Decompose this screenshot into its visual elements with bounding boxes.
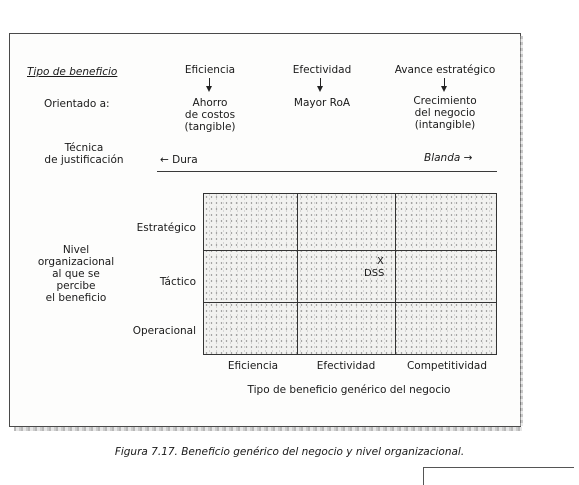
row-label-operational: Operacional xyxy=(132,325,196,337)
justification-soft: Blanda → xyxy=(424,152,473,164)
scan-shadow-bottom xyxy=(14,427,522,431)
y-axis-title-line-2: organizacional xyxy=(37,256,115,268)
dss-label: DSS xyxy=(364,268,385,279)
orientation-effectiveness: Mayor RoA xyxy=(293,97,351,109)
benefit-type-label: Tipo de beneficio xyxy=(27,66,118,78)
justification-hard: ← Dura xyxy=(160,154,198,166)
oriented-label: Orientado a: xyxy=(44,98,110,110)
x-axis-title: Tipo de beneficio genérico del negocio xyxy=(247,384,451,396)
row-label-strategic: Estratégico xyxy=(136,222,196,234)
y-axis-title-line-5: el beneficio xyxy=(45,292,107,304)
column-heading-efficiency: Eficiencia xyxy=(184,64,236,76)
benefit-matrix-grid xyxy=(203,193,497,355)
column-heading-strategic-advance: Avance estratégico xyxy=(394,64,496,76)
justification-label-line-2: de justificación xyxy=(44,154,124,166)
dss-x-marker: X xyxy=(377,256,384,267)
down-arrow-icon xyxy=(441,78,447,92)
row-label-tactical: Táctico xyxy=(159,276,196,288)
grid-divider-vertical xyxy=(297,194,298,354)
grid-divider-horizontal xyxy=(204,302,496,303)
justification-rule xyxy=(157,171,497,172)
grid-divider-vertical xyxy=(395,194,396,354)
down-arrow-icon xyxy=(206,78,212,92)
orientation-strategic-line-1: Crecimiento xyxy=(413,95,477,107)
orientation-efficiency-line-1: Ahorro xyxy=(192,97,228,109)
y-axis-title-line-1: Nivel xyxy=(62,244,90,256)
grid-divider-horizontal xyxy=(204,250,496,251)
orientation-efficiency-line-3: (tangible) xyxy=(184,121,236,133)
orientation-strategic-line-3: (intangible) xyxy=(414,119,476,131)
down-arrow-icon xyxy=(317,78,323,92)
column-heading-effectiveness: Efectividad xyxy=(292,64,352,76)
column-label-competitiveness: Competitividad xyxy=(406,360,488,372)
column-label-effectiveness: Efectividad xyxy=(316,360,376,372)
scan-shadow-right xyxy=(520,36,523,426)
justification-label-line-1: Técnica xyxy=(64,142,104,154)
page-corner-rule xyxy=(423,467,574,485)
orientation-strategic-line-2: del negocio xyxy=(414,107,476,119)
orientation-efficiency-line-2: de costos xyxy=(184,109,236,121)
y-axis-title-line-3: al que se xyxy=(52,268,100,280)
column-label-efficiency: Eficiencia xyxy=(227,360,279,372)
y-axis-title-line-4: percibe xyxy=(56,280,96,292)
figure-caption: Figura 7.17. Beneficio genérico del nego… xyxy=(114,446,465,458)
